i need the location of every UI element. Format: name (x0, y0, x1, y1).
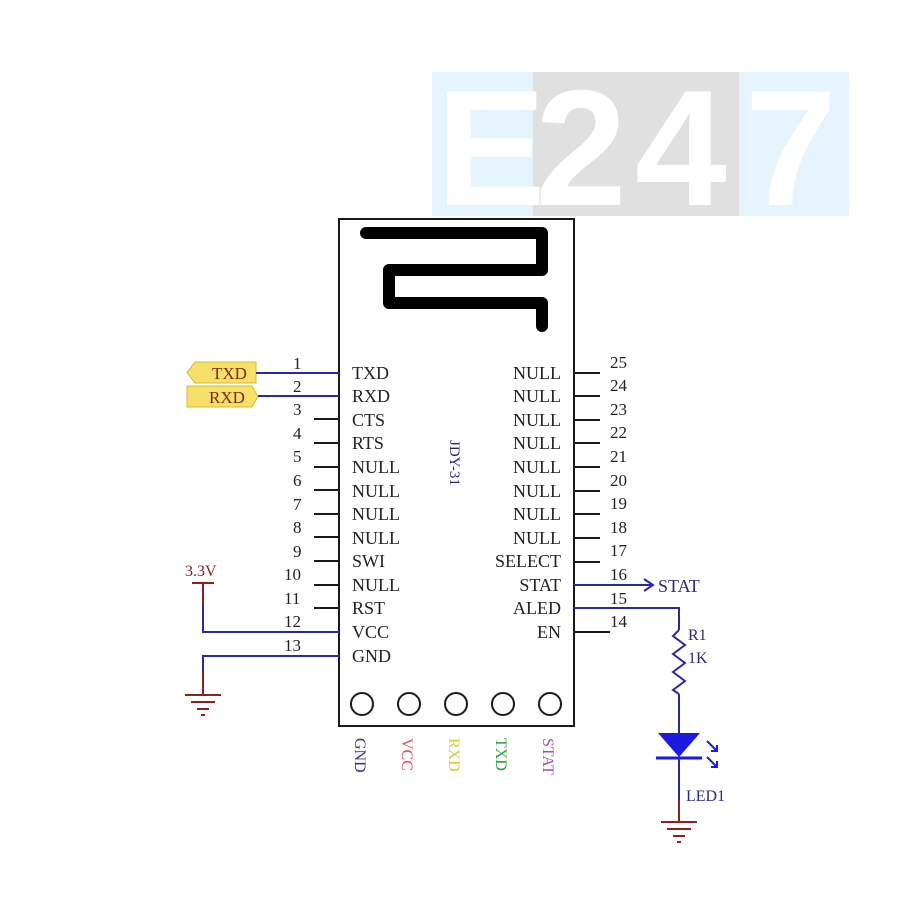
header-hole-gnd (350, 692, 374, 716)
pin-number-4: 4 (293, 424, 302, 443)
pin-label-null-18: NULL (513, 528, 561, 548)
pin-number-20: 20 (610, 471, 627, 490)
wire-vcc (202, 605, 339, 633)
pin-label-rts: RTS (352, 433, 384, 453)
watermark-bg-24 (533, 72, 740, 216)
pin-number-7: 7 (293, 495, 302, 514)
watermark-logo: E 2 4 7 (432, 56, 849, 240)
arrow-right-icon (643, 578, 655, 592)
pin-label-null-10: NULL (352, 575, 400, 595)
pin-label-gnd: GND (352, 646, 391, 666)
antenna-trace-icon (360, 227, 548, 332)
pin-label-en: EN (537, 622, 561, 642)
header-label-vcc: VCC (398, 738, 415, 771)
pin-label-null-19: NULL (513, 504, 561, 524)
net-port-rxd: RXD (186, 385, 339, 408)
port-label-stat: STAT (658, 576, 700, 596)
port-label-rxd: RXD (209, 388, 245, 407)
led-diode-icon (658, 733, 700, 757)
pin-label-aled: ALED (513, 598, 561, 618)
pin-number-9: 9 (293, 542, 302, 561)
pin-label-null-5: NULL (352, 457, 400, 477)
header-label-rxd: RXD (445, 738, 462, 772)
pin-number-21: 21 (610, 447, 627, 466)
pin-label-rxd: RXD (352, 386, 390, 406)
pin-label-null-23: NULL (513, 410, 561, 430)
pin-label-null-20: NULL (513, 481, 561, 501)
port-arrow-icon (186, 361, 257, 384)
pin-label-null-7: NULL (352, 504, 400, 524)
pin-number-25: 25 (610, 353, 627, 372)
module-name: JDY-31 (446, 440, 462, 486)
pin-label-select: SELECT (495, 551, 561, 571)
resistor-ref: R1 (688, 627, 707, 644)
pin-number-8: 8 (293, 518, 302, 537)
watermark-letter-4: 4 (635, 56, 727, 240)
pin-label-stat: STAT (519, 575, 561, 595)
pin-number-19: 19 (610, 494, 627, 513)
wire-gnd (202, 655, 339, 672)
pin-number-13: 13 (284, 636, 301, 655)
pin-number-12: 12 (284, 612, 301, 631)
pin-number-15: 15 (610, 589, 627, 608)
header-label-txd: TXD (492, 738, 509, 771)
ground-symbol-icon (661, 821, 697, 843)
port-arrow-icon (186, 385, 259, 408)
pin-label-swi: SWI (352, 551, 385, 571)
led-indicator-circuit: R1 1K LED1 (574, 607, 725, 843)
watermark-letter-2: 2 (535, 56, 627, 240)
pin-number-22: 22 (610, 423, 627, 442)
wire-aled (574, 607, 680, 630)
pin-label-null-22: NULL (513, 433, 561, 453)
ground-symbol-icon (185, 694, 221, 716)
jdy31-module: JDY-31 (338, 218, 575, 727)
resistor-value: 1K (688, 650, 708, 667)
port-label-txd: TXD (212, 364, 247, 383)
pin-label-rst: RST (352, 598, 385, 618)
pin-number-1: 1 (293, 354, 302, 373)
header-label-gnd: GND (351, 738, 368, 773)
pin-number-17: 17 (610, 541, 628, 560)
net-port-txd: TXD (186, 361, 339, 384)
left-pins: 1 2 3 4 5 6 7 8 9 10 11 12 13 TXD RXD CT… (284, 354, 400, 666)
pin-label-vcc: VCC (352, 622, 389, 642)
pin-label-null-24: NULL (513, 386, 561, 406)
pin-number-11: 11 (284, 589, 300, 608)
pin-label-null-8: NULL (352, 528, 400, 548)
led-ref: LED1 (686, 788, 725, 805)
net-port-stat: STAT (574, 576, 700, 596)
header-hole-txd (491, 692, 515, 716)
watermark-letter-e: E (436, 56, 546, 240)
header-hole-vcc (397, 692, 421, 716)
pin-label-cts: CTS (352, 410, 385, 430)
pin-number-16: 16 (610, 565, 627, 584)
pin-number-2: 2 (293, 377, 302, 396)
pin-label-null-21: NULL (513, 457, 561, 477)
watermark-letter-7: 7 (745, 56, 837, 240)
supply-label: 3.3V (185, 563, 217, 580)
pin-number-14: 14 (610, 612, 628, 631)
pin-number-23: 23 (610, 400, 627, 419)
pin-number-5: 5 (293, 447, 302, 466)
right-pins: 25 24 23 22 21 20 19 18 17 16 15 14 NULL… (495, 353, 628, 642)
pin-number-3: 3 (293, 400, 302, 419)
pin-number-10: 10 (284, 565, 301, 584)
watermark-bg-7 (739, 72, 849, 216)
pin-label-null-6: NULL (352, 481, 400, 501)
ground-net (185, 655, 339, 716)
pin-label-txd: TXD (352, 363, 389, 383)
power-3v3-net: 3.3V (185, 563, 339, 633)
pin-number-6: 6 (293, 471, 302, 490)
watermark-bg-e (432, 72, 534, 216)
pin-number-18: 18 (610, 518, 627, 537)
pin-number-24: 24 (610, 376, 628, 395)
pin-header: GND VCC RXD TXD STAT (350, 692, 562, 775)
light-emission-icon (706, 740, 718, 768)
resistor-icon (671, 629, 687, 695)
header-label-stat: STAT (539, 738, 556, 775)
header-hole-stat (538, 692, 562, 716)
header-hole-rxd (444, 692, 468, 716)
pin-label-null-25: NULL (513, 363, 561, 383)
